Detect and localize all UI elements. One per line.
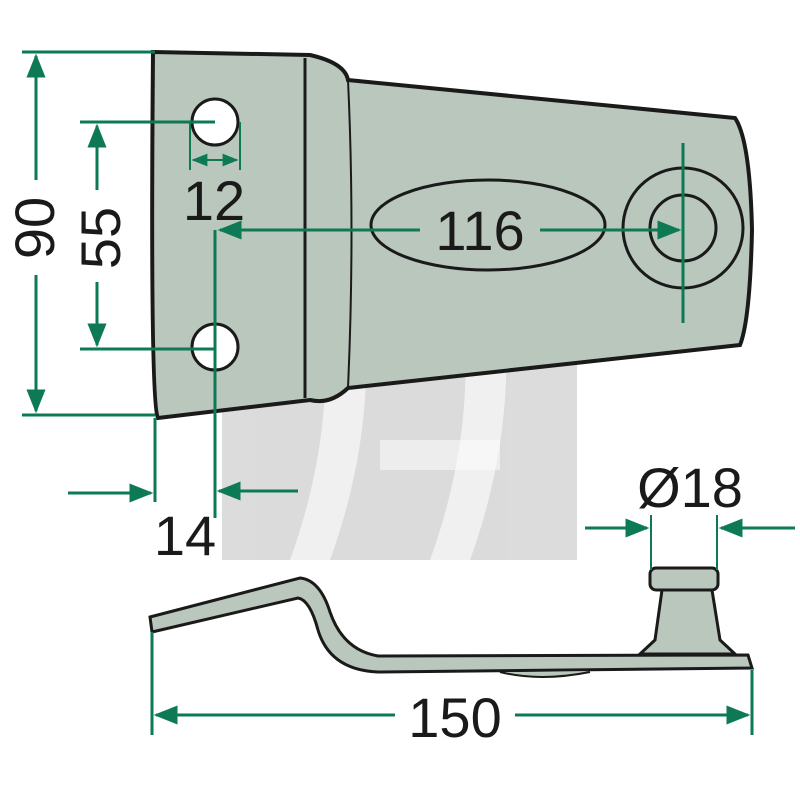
dimension-hole-spacing: 55 xyxy=(69,120,215,351)
embossed-oval xyxy=(369,178,607,272)
label-hole-diameter: 12 xyxy=(183,169,245,232)
label-center-distance: 116 xyxy=(435,199,524,262)
dimension-center-distance: 116 xyxy=(217,199,682,262)
label-overall-length: 150 xyxy=(408,686,501,749)
dimension-edge-offset: 14 xyxy=(68,230,298,567)
label-edge-offset: 14 xyxy=(154,504,216,567)
dimension-pin-diameter: Ø18 xyxy=(585,456,795,570)
label-overall-height: 90 xyxy=(3,197,66,259)
dimension-overall-length: 150 xyxy=(150,632,754,749)
label-pin-diameter: Ø18 xyxy=(637,456,743,519)
dimension-overall-height: 90 xyxy=(3,50,155,417)
label-hole-spacing: 55 xyxy=(69,207,132,269)
part-side-view xyxy=(148,566,755,678)
plate-top-view xyxy=(150,49,755,421)
